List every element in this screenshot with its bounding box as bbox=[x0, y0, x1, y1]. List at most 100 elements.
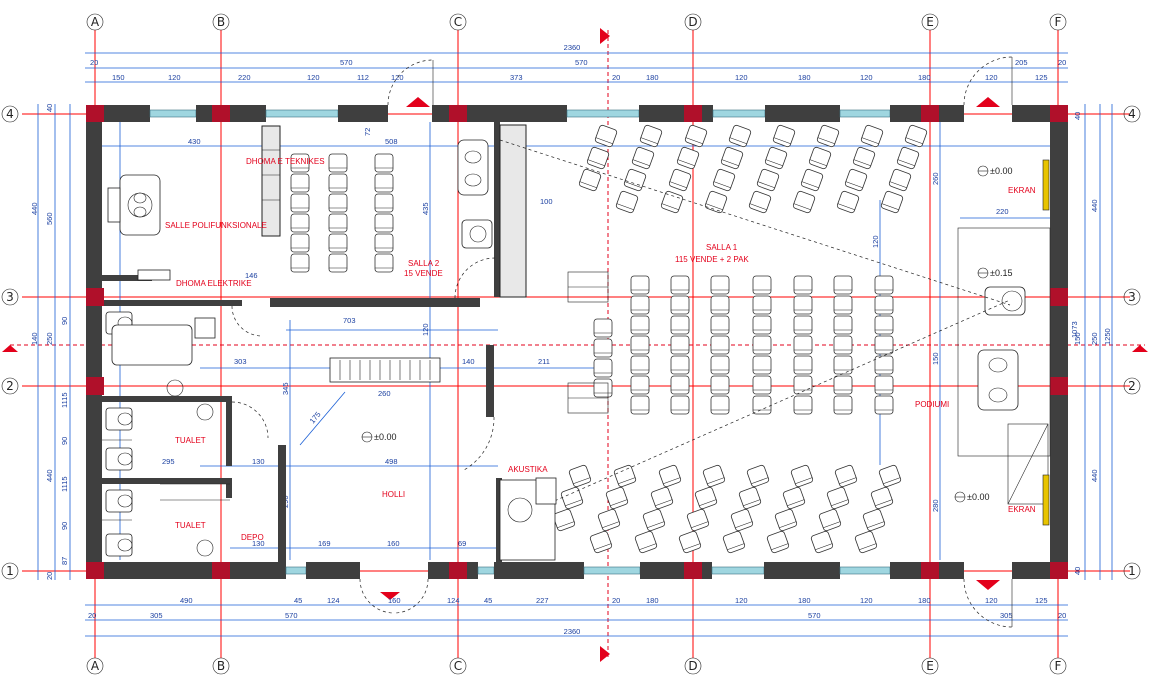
chair bbox=[328, 153, 348, 173]
chair bbox=[808, 146, 832, 170]
chair bbox=[374, 193, 394, 213]
chair bbox=[834, 464, 858, 488]
dim-int-15: 498 bbox=[385, 457, 398, 466]
dim-top2-13: 120 bbox=[985, 73, 998, 82]
dim-left-11: 87 bbox=[60, 557, 69, 565]
dim-bot1-8: 180 bbox=[646, 596, 659, 605]
chair bbox=[874, 295, 894, 315]
dim-int-25: 220 bbox=[996, 207, 1009, 216]
dim-int-13: 120 bbox=[421, 323, 430, 336]
chair bbox=[836, 190, 860, 214]
dim-top2-10: 180 bbox=[798, 73, 811, 82]
dim-int-12: 175 bbox=[308, 410, 323, 425]
chair bbox=[800, 168, 824, 192]
chair bbox=[782, 486, 806, 510]
dim-top2-0: 150 bbox=[112, 73, 125, 82]
grid-label-c-bottom: C bbox=[454, 659, 462, 673]
chair bbox=[650, 486, 674, 510]
chair bbox=[752, 335, 772, 355]
chair bbox=[678, 530, 702, 554]
chair bbox=[670, 335, 690, 355]
chair bbox=[586, 146, 610, 170]
dim-bot1-5: 45 bbox=[484, 596, 492, 605]
room-label-salla2-title: SALLA 2 bbox=[408, 259, 440, 268]
dim-top2-14: 125 bbox=[1035, 73, 1048, 82]
chair bbox=[374, 153, 394, 173]
room-label-salle-poli: SALLE POLIFUNKSIONALE bbox=[165, 221, 267, 230]
dim-bot1-1: 45 bbox=[294, 596, 302, 605]
dim-int-26: 260 bbox=[931, 172, 940, 185]
dim-int-1: 508 bbox=[385, 137, 398, 146]
dim-right-5: 440 bbox=[1090, 469, 1099, 482]
dim-int-27: 280 bbox=[931, 499, 940, 512]
dim-bot1-10: 180 bbox=[798, 596, 811, 605]
chair bbox=[290, 173, 310, 193]
dim-left-3: 90 bbox=[60, 317, 69, 325]
dim-bot1-3: 160 bbox=[388, 596, 401, 605]
grid-label-2-right: 2 bbox=[1128, 379, 1136, 393]
chair bbox=[748, 190, 772, 214]
chair bbox=[328, 173, 348, 193]
grid-label-f-bottom: F bbox=[1055, 659, 1062, 673]
chair bbox=[710, 275, 730, 295]
dim-int-18: 130 bbox=[252, 539, 265, 548]
chair bbox=[630, 335, 650, 355]
chair bbox=[630, 375, 650, 395]
grid-label-e-top: E bbox=[926, 15, 934, 29]
chair bbox=[870, 486, 894, 510]
grid-label-f-top: F bbox=[1055, 15, 1062, 29]
dim-int-7: 703 bbox=[343, 316, 356, 325]
chair bbox=[720, 146, 744, 170]
chair bbox=[702, 464, 726, 488]
chair bbox=[810, 530, 834, 554]
dim-top1-1: 570 bbox=[340, 58, 353, 67]
chair bbox=[668, 168, 692, 192]
dim-left-5: 250 bbox=[45, 332, 54, 345]
dim-bot2-2: 570 bbox=[285, 611, 298, 620]
dim-bot1-14: 125 bbox=[1035, 596, 1048, 605]
chair bbox=[630, 355, 650, 375]
grid-label-c-top: C bbox=[454, 15, 462, 29]
dim-top2-12: 180 bbox=[918, 73, 931, 82]
dim-bot2-5: 20 bbox=[1058, 611, 1066, 620]
level-holli: ±0.00 bbox=[374, 432, 396, 442]
dim-int-11: 260 bbox=[378, 389, 391, 398]
room-labels: SALLE POLIFUNKSIONALE SALLA 1 115 VENDE … bbox=[165, 157, 1036, 542]
chair bbox=[630, 315, 650, 335]
dim-bot1-2: 124 bbox=[327, 596, 340, 605]
columns bbox=[86, 105, 1068, 579]
chair bbox=[670, 295, 690, 315]
chair bbox=[880, 190, 904, 214]
room-label-akustika: AKUSTIKA bbox=[508, 465, 548, 474]
grid-label-a-bottom: A bbox=[91, 659, 100, 673]
room-label-tualet-2: TUALET bbox=[175, 521, 206, 530]
room-label-small-note2: DHOMA ELEKTRIKE bbox=[176, 279, 252, 288]
dim-int-24: 150 bbox=[931, 352, 940, 365]
chair bbox=[597, 508, 621, 532]
dim-left-6: 1115 bbox=[60, 392, 69, 408]
chair bbox=[888, 168, 912, 192]
dim-int-28: 1073 bbox=[1070, 321, 1079, 338]
chair bbox=[710, 295, 730, 315]
chair bbox=[328, 193, 348, 213]
grid-label-2-left: 2 bbox=[6, 379, 14, 393]
chair bbox=[710, 335, 730, 355]
chair bbox=[694, 486, 718, 510]
dim-int-20: 160 bbox=[387, 539, 400, 548]
chair bbox=[833, 395, 853, 415]
chair bbox=[328, 213, 348, 233]
chair bbox=[670, 395, 690, 415]
chair bbox=[752, 295, 772, 315]
dim-top1-2: 570 bbox=[575, 58, 588, 67]
chair bbox=[793, 275, 813, 295]
dim-bot1-9: 120 bbox=[735, 596, 748, 605]
walls bbox=[86, 105, 1068, 579]
chair bbox=[730, 508, 754, 532]
dim-bot2-4: 305 bbox=[1000, 611, 1013, 620]
dim-top2-3: 120 bbox=[307, 73, 320, 82]
chair bbox=[670, 275, 690, 295]
level-podium: ±0.15 bbox=[990, 268, 1012, 278]
chair bbox=[290, 193, 310, 213]
chair bbox=[593, 378, 613, 398]
chair bbox=[874, 335, 894, 355]
